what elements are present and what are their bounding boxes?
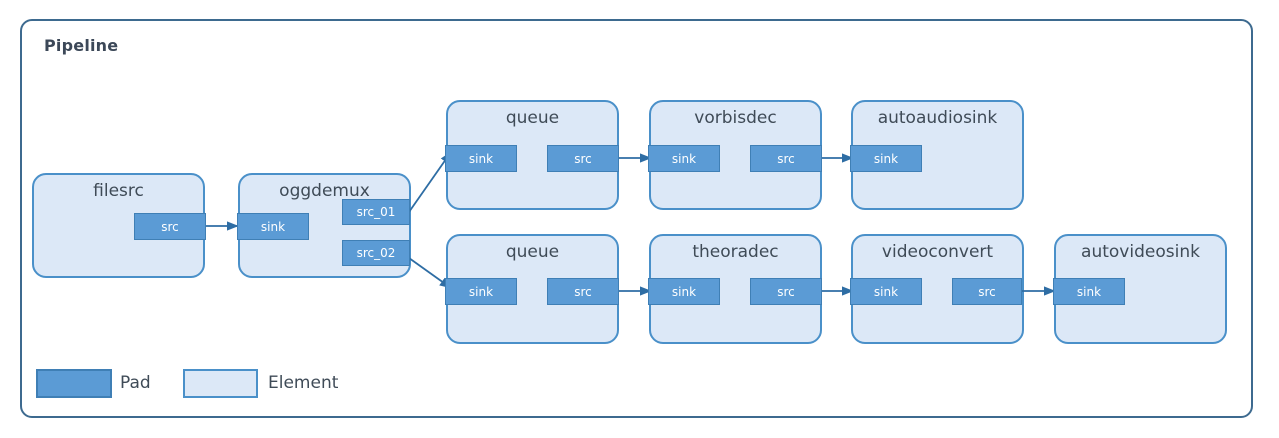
pad-label: sink — [873, 284, 899, 299]
pad-videoconvert-sink[interactable]: sink — [850, 278, 922, 305]
element-label-queue-video: queue — [505, 242, 560, 262]
pad-videoconvert-src[interactable]: src — [952, 278, 1022, 305]
pad-vorbisdec-sink[interactable]: sink — [648, 145, 720, 172]
pad-label: src_01 — [356, 205, 396, 219]
pad-oggdemux-src-02[interactable]: src_02 — [342, 240, 410, 266]
pad-vorbisdec-src[interactable]: src — [750, 145, 822, 172]
pad-label: sink — [1076, 284, 1102, 299]
pad-filesrc-src[interactable]: src — [134, 213, 206, 240]
element-label-oggdemux: oggdemux — [279, 181, 370, 201]
element-label-filesrc: filesrc — [93, 181, 144, 201]
pad-label: src — [777, 151, 795, 166]
element-label-autoaudiosink: autoaudiosink — [877, 108, 998, 128]
pad-label: src — [574, 151, 592, 166]
pipeline-container — [20, 19, 1253, 418]
element-label-videoconvert: videoconvert — [881, 242, 994, 262]
pad-oggdemux-sink[interactable]: sink — [237, 213, 309, 240]
pad-oggdemux-src-01[interactable]: src_01 — [342, 199, 410, 225]
pad-label: sink — [260, 219, 286, 234]
pad-label: src — [161, 219, 179, 234]
pad-label: sink — [671, 151, 697, 166]
pad-queue-video-sink[interactable]: sink — [445, 278, 517, 305]
pad-autovideosink-sink[interactable]: sink — [1053, 278, 1125, 305]
element-label-queue-audio: queue — [505, 108, 560, 128]
pad-label: src — [574, 284, 592, 299]
legend-label-pad: Pad — [120, 373, 151, 393]
pad-theoradec-src[interactable]: src — [750, 278, 822, 305]
legend-swatch-pad — [36, 369, 112, 398]
legend-swatch-element — [183, 369, 258, 398]
pad-autoaudiosink-sink[interactable]: sink — [850, 145, 922, 172]
pad-theoradec-sink[interactable]: sink — [648, 278, 720, 305]
legend-label-element: Element — [268, 373, 339, 393]
pad-queue-video-src[interactable]: src — [547, 278, 619, 305]
pad-label: sink — [468, 284, 494, 299]
pad-queue-audio-src[interactable]: src — [547, 145, 619, 172]
element-label-vorbisdec: vorbisdec — [694, 108, 777, 128]
pad-label: sink — [671, 284, 697, 299]
pipeline-title: Pipeline — [44, 36, 119, 55]
pad-label: sink — [873, 151, 899, 166]
pad-queue-audio-sink[interactable]: sink — [445, 145, 517, 172]
pad-label: src_02 — [356, 246, 396, 260]
element-label-theoradec: theoradec — [692, 242, 779, 262]
pad-label: src — [978, 284, 996, 299]
pad-label: src — [777, 284, 795, 299]
element-label-autovideosink: autovideosink — [1081, 242, 1200, 262]
pad-label: sink — [468, 151, 494, 166]
